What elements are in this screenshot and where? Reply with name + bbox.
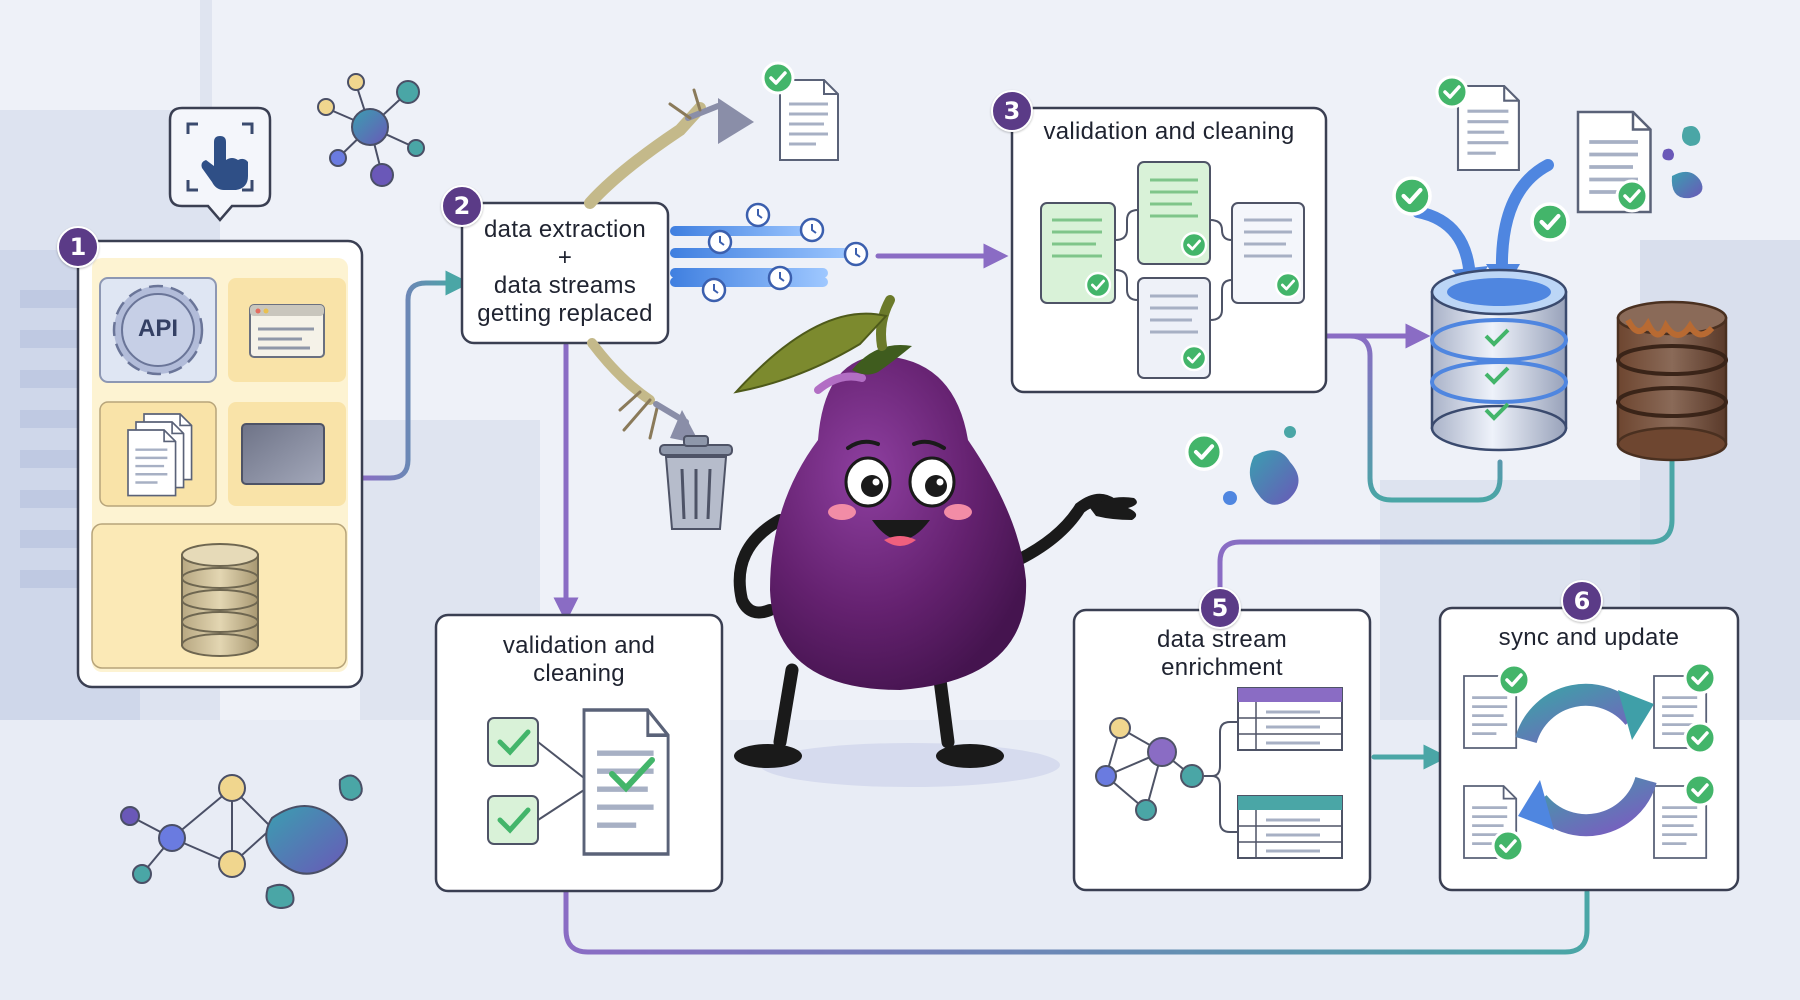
gear-api-icon <box>112 284 204 376</box>
touch-select-icon <box>168 106 272 222</box>
monitor-icon <box>241 423 325 485</box>
step-badge-5: 5 <box>1199 587 1241 629</box>
sync-arrows-icon <box>1515 683 1657 837</box>
step-4-label-line-2: cleaning <box>533 660 625 687</box>
eggplant-mascot <box>733 295 1137 768</box>
flow-connectors <box>359 243 1675 955</box>
clean-database-icon <box>1430 268 1568 452</box>
api-label: API <box>137 315 178 342</box>
step-3-label: validation and cleaning <box>1043 118 1295 145</box>
step-badge-2: 2 <box>441 185 483 227</box>
step-3-validation-panel <box>1010 106 1328 394</box>
step-badge-6: 6 <box>1561 580 1603 622</box>
arrow-up-icon <box>718 98 754 144</box>
step-5-label: data stream enrichment <box>1074 626 1370 682</box>
step-2-label: data extraction + data streams getting r… <box>462 216 668 328</box>
blob-icon <box>1187 126 1703 505</box>
step-badge-3: 3 <box>991 90 1033 132</box>
step-4-label: validation and cleaning <box>436 632 722 688</box>
step-2-label-line-3: data streams <box>493 272 637 299</box>
step-2-extraction-box <box>460 201 670 345</box>
database-cylinder-icon <box>181 543 259 657</box>
network-node-icon <box>317 73 425 187</box>
step-5-label-line-1: data stream <box>1156 626 1288 653</box>
browser-window-icon <box>249 304 325 358</box>
step-2-label-line-4: getting replaced <box>477 300 653 327</box>
network-graph-icon <box>120 774 363 910</box>
step-5-label-line-2: enrichment <box>1161 654 1283 681</box>
trash-icon <box>659 435 733 530</box>
step-6-label: sync and update <box>1498 624 1680 651</box>
step-2-label-line-2: + <box>557 244 573 271</box>
step-2-label-line-1: data extraction <box>484 216 646 243</box>
branch-roots <box>584 88 721 440</box>
step-6-sync-panel <box>1438 606 1740 892</box>
step-badge-1: 1 <box>57 226 99 268</box>
data-streams <box>670 202 869 303</box>
step-4-validation-panel <box>434 613 724 893</box>
rusty-barrel-icon <box>1616 300 1728 462</box>
documents-stack-icon <box>126 412 193 497</box>
step-4-label-line-1: validation and <box>502 632 656 659</box>
table-icon <box>1237 687 1343 859</box>
step-5-enrichment-panel <box>1072 608 1372 892</box>
